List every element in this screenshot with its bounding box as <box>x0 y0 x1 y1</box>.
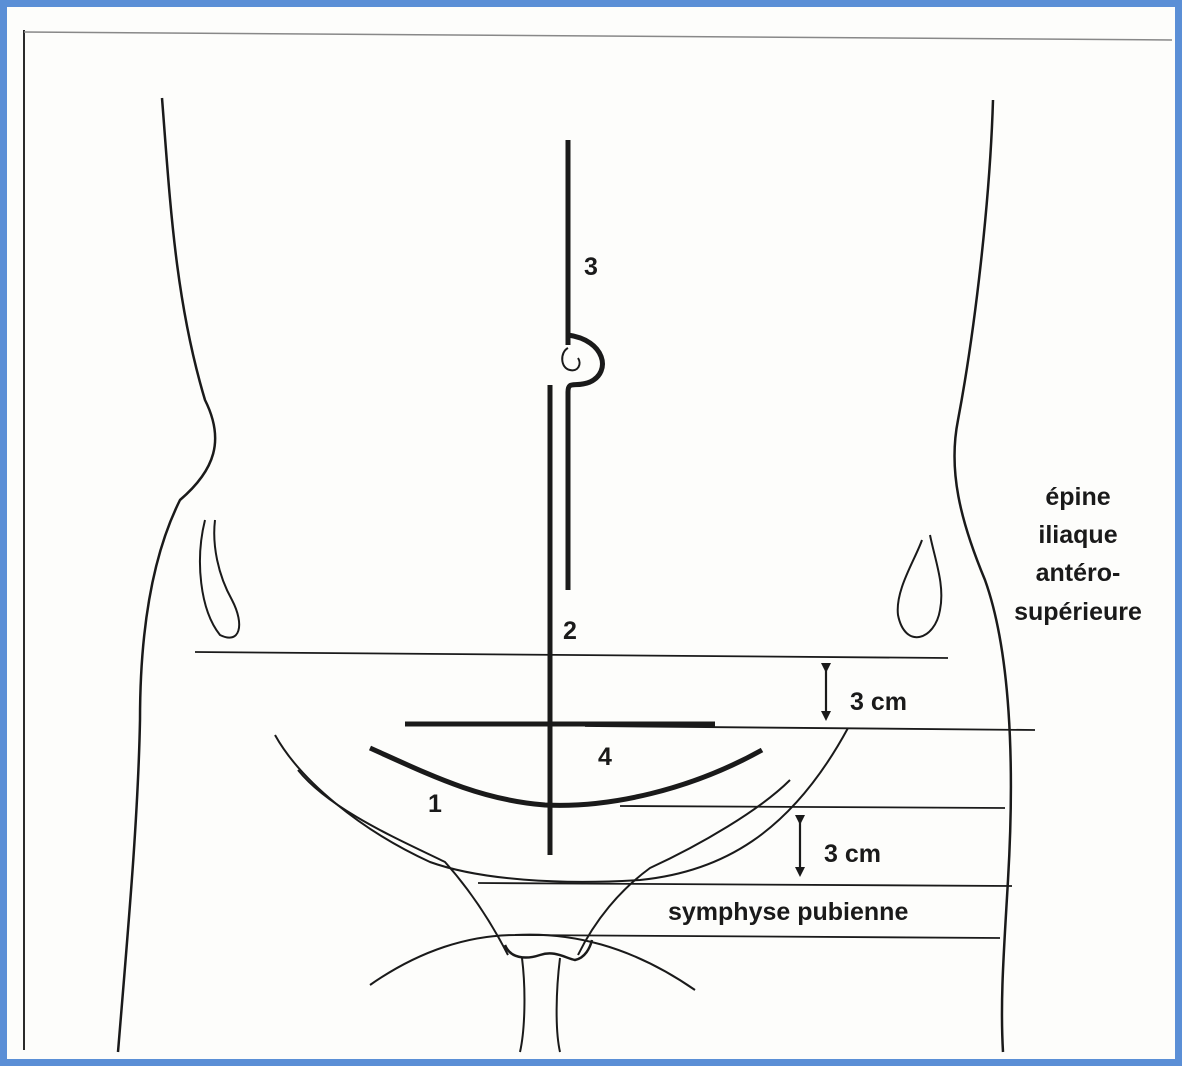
thigh-inner-right <box>557 958 560 1052</box>
label-incision-4: 4 <box>598 743 612 771</box>
label-spine-2: iliaque <box>1038 521 1117 549</box>
pubic-mound <box>505 940 592 960</box>
umbilical-detour <box>568 335 602 392</box>
label-spine-3: antéro- <box>1036 559 1121 587</box>
label-incision-2: 2 <box>563 617 577 645</box>
reference-line-3 <box>620 806 1005 808</box>
page-top-edge <box>24 32 1172 40</box>
label-spine-1: épine <box>1045 483 1110 511</box>
symphysis-line <box>478 883 1012 886</box>
label-distance-lower: 3 cm <box>824 840 881 868</box>
label-symphysis: symphyse pubienne <box>668 898 908 926</box>
thigh-curve <box>370 935 695 990</box>
label-incision-1: 1 <box>428 790 442 818</box>
label-incision-3: 3 <box>584 253 598 281</box>
body-outline-right <box>954 100 1010 1052</box>
iliac-spine-left <box>200 520 239 638</box>
reference-line-2 <box>585 726 1035 730</box>
label-distance-upper: 3 cm <box>850 688 907 716</box>
thigh-inner-left <box>520 958 524 1052</box>
umbilicus <box>562 348 579 370</box>
label-spine-4: supérieure <box>1014 598 1142 626</box>
iliac-spine-right <box>898 535 942 637</box>
iliac-spine-line <box>195 652 948 658</box>
